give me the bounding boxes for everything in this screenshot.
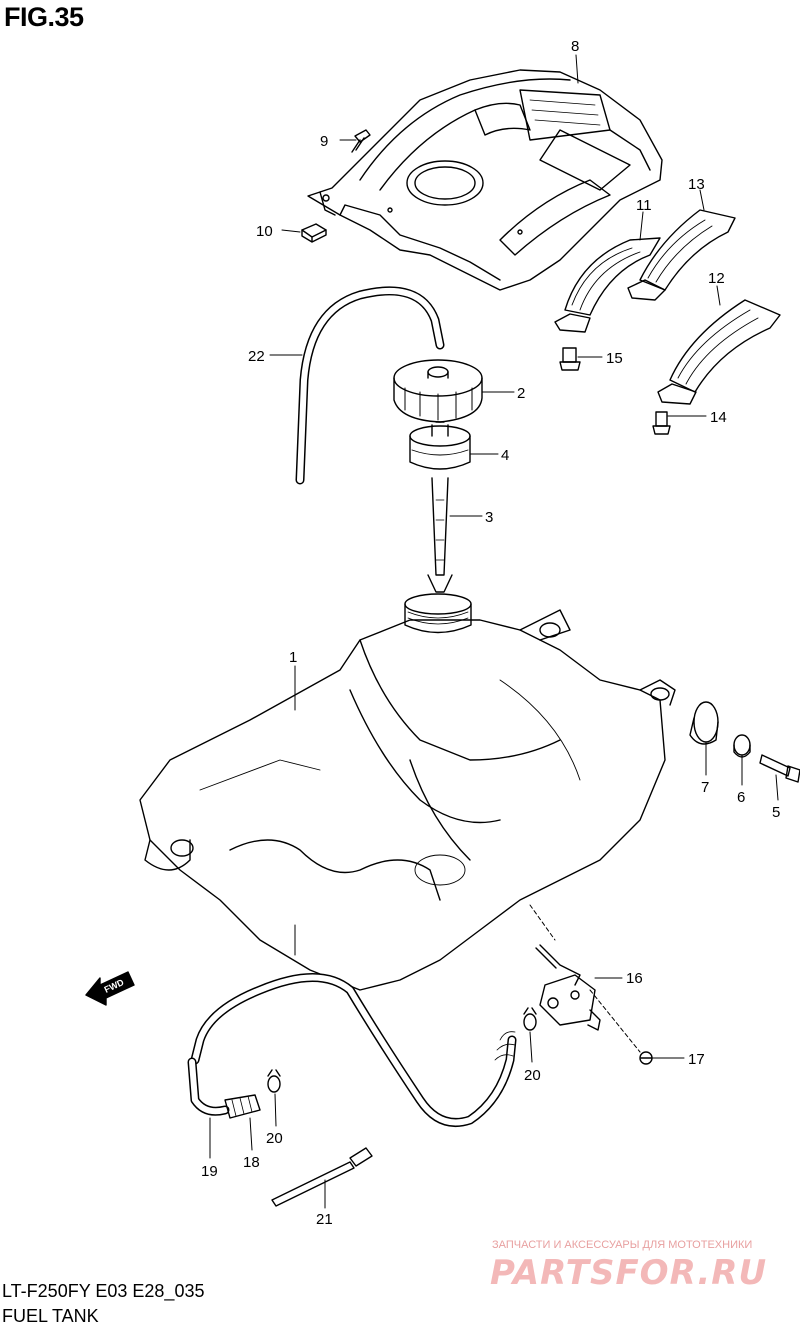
fwd-direction-arrow-icon: FWD (85, 971, 135, 1006)
watermark-tagline: ЗАПЧАСТИ И АКСЕССУАРЫ ДЛЯ МОТОТЕХНИКИ (492, 1239, 752, 1251)
callout-2: 2 (517, 385, 525, 402)
part-5-bolt (759, 754, 800, 783)
callout-4: 4 (501, 447, 509, 464)
callout-9: 9 (320, 133, 328, 150)
callout-14: 14 (710, 409, 727, 426)
part-6-collar (733, 734, 751, 758)
part-18-hose (224, 1094, 261, 1119)
part-15-bolt (559, 347, 581, 371)
part-8-tank-cover (307, 69, 663, 291)
callout-19: 19 (201, 1163, 218, 1180)
part-11-strap (554, 237, 661, 333)
callout-20-left: 20 (266, 1130, 283, 1147)
callout-22: 22 (248, 348, 265, 365)
callout-7: 7 (701, 779, 709, 796)
part-20-clamp-right (523, 1007, 537, 1031)
callout-10: 10 (256, 223, 273, 240)
model-code: LT-F250FY E03 E28_035 (2, 1281, 205, 1301)
part-14-bolt (652, 411, 671, 435)
callout-5: 5 (772, 804, 780, 821)
callout-13: 13 (688, 176, 705, 193)
callout-8: 8 (571, 38, 579, 55)
part-7-cushion (689, 701, 719, 745)
fuel-hose (190, 973, 517, 1127)
part-12-strap (657, 299, 781, 405)
callout-3: 3 (485, 509, 493, 526)
part-17-screw (639, 1051, 653, 1065)
callout-1: 1 (289, 649, 297, 666)
watermark-logo: PARTSFOR.RU (490, 1253, 767, 1293)
callout-21: 21 (316, 1211, 333, 1228)
part-22-breather-hose (295, 286, 445, 485)
figure-label: FIG.35 (4, 2, 84, 32)
callout-16: 16 (626, 970, 643, 987)
part-19-hose-joint (187, 1057, 230, 1116)
part-20-clamp-left (267, 1069, 281, 1093)
callout-15: 15 (606, 350, 623, 367)
callout-6: 6 (737, 789, 745, 806)
callout-12: 12 (708, 270, 725, 287)
section-title: FUEL TANK (2, 1306, 99, 1326)
callout-17: 17 (688, 1051, 705, 1068)
callout-20-right: 20 (524, 1067, 541, 1084)
part-10-nut (301, 223, 327, 243)
part-16-fuel-valve (535, 944, 601, 1031)
callout-18: 18 (243, 1154, 260, 1171)
part-2-fuel-cap (393, 359, 483, 423)
part-21-tie-band (271, 1147, 373, 1207)
part-9-screw (351, 129, 371, 153)
part-13-strap (627, 209, 736, 301)
part-4-cap-filter (409, 421, 471, 470)
callout-11: 11 (636, 197, 652, 214)
part-3-strainer (427, 477, 453, 593)
leader-lines (209, 54, 779, 1209)
watermark: ЗАПЧАСТИ И АКСЕССУАРЫ ДЛЯ МОТОТЕХНИКИ PA… (490, 1239, 767, 1293)
part-1-fuel-tank (139, 593, 676, 991)
